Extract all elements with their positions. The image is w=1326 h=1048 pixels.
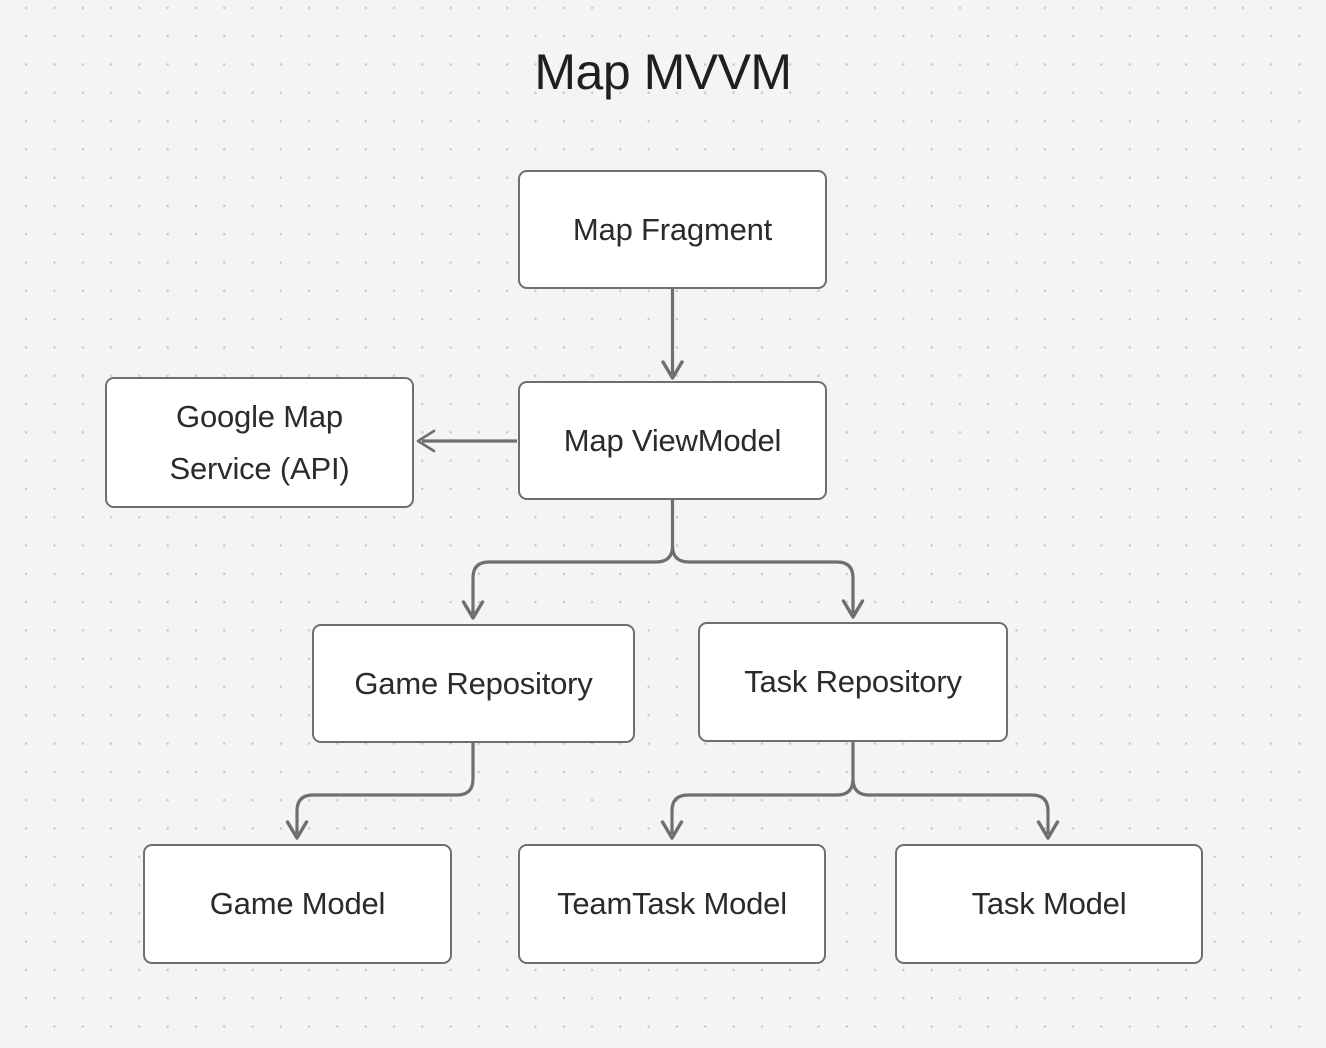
edge-viewmodel-to-repositories xyxy=(461,500,865,620)
node-game-model[interactable]: Game Model xyxy=(143,844,452,964)
edge-game-repository-to-game-model xyxy=(285,743,475,840)
node-teamtask-model[interactable]: TeamTask Model xyxy=(518,844,826,964)
node-label-task-repository: Task Repository xyxy=(744,664,962,699)
node-label-teamtask-model: TeamTask Model xyxy=(557,886,787,921)
node-game-repository[interactable]: Game Repository xyxy=(312,624,635,743)
node-label-task-model: Task Model xyxy=(971,886,1127,921)
node-label-map-fragment: Map Fragment xyxy=(572,211,773,247)
edge-fragment-to-viewmodel xyxy=(661,289,684,380)
node-task-model[interactable]: Task Model xyxy=(895,844,1203,964)
node-google-map-service[interactable]: Google Map Service (API) xyxy=(105,377,414,508)
node-map-viewmodel[interactable]: Map ViewModel xyxy=(518,381,827,500)
node-label-game-repository: Game Repository xyxy=(354,665,593,701)
node-label-google-map-service: Google Map Service (API) xyxy=(169,398,350,486)
edge-viewmodel-to-google-map xyxy=(416,429,517,453)
node-task-repository[interactable]: Task Repository xyxy=(698,622,1008,742)
edge-task-repository-to-models xyxy=(660,742,1060,840)
node-label-game-model: Game Model xyxy=(209,886,386,921)
page-title: Map MVVM xyxy=(534,44,792,100)
node-map-fragment[interactable]: Map Fragment xyxy=(518,170,827,289)
node-label-map-viewmodel: Map ViewModel xyxy=(563,422,782,458)
